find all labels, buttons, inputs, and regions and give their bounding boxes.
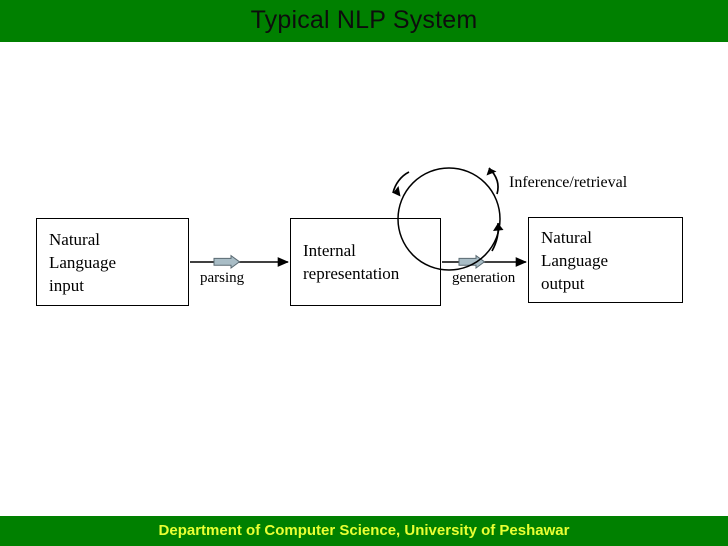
node-input-line-1: Natural (49, 229, 100, 249)
generation-block-arrow-icon (458, 254, 486, 269)
node-internal-line-1: Internal (303, 241, 356, 260)
node-natural-language-output[interactable]: Natural Language output (528, 217, 683, 303)
edge-label-generation: generation (452, 270, 516, 286)
loop-label-inference-retrieval: Inference/retrieval (509, 174, 628, 191)
footer-bar (0, 516, 728, 546)
footer-department-text: Department of Computer Science, Universi… (158, 522, 570, 539)
edge-label-parsing: parsing (200, 270, 245, 286)
inference-loop-arrow-left (392, 171, 410, 197)
title-bar (0, 0, 728, 42)
inference-loop-arrow-top-right (486, 167, 499, 195)
parsing-block-arrow-icon (213, 254, 241, 269)
node-output-line-3: output (541, 273, 585, 293)
inference-loop-arrow-bottom-right (491, 222, 504, 252)
node-output-line-1: Natural (541, 227, 592, 247)
node-input-line-2: Language (49, 252, 117, 272)
node-internal-line-2: representation (303, 264, 400, 283)
nlp-flow-diagram: Natural Language input Internal represen… (0, 42, 728, 516)
node-input-line-3: input (49, 275, 84, 295)
inference-loop-circle (397, 167, 501, 271)
node-internal-representation[interactable]: Internal representation (290, 218, 441, 306)
page-title: Typical NLP System (250, 6, 478, 34)
node-natural-language-input[interactable]: Natural Language input (36, 218, 189, 306)
diagram-vectors (190, 167, 527, 271)
node-output-line-2: Language (541, 250, 609, 270)
